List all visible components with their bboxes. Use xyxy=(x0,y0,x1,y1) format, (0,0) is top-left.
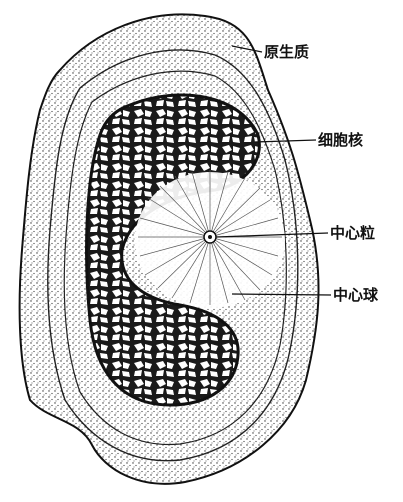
label-centrosphere: 中心球 xyxy=(333,288,378,303)
label-nucleus: 细胞核 xyxy=(318,133,363,148)
label-centriole: 中心粒 xyxy=(330,226,375,241)
label-cytoplasm: 原生质 xyxy=(264,45,309,60)
